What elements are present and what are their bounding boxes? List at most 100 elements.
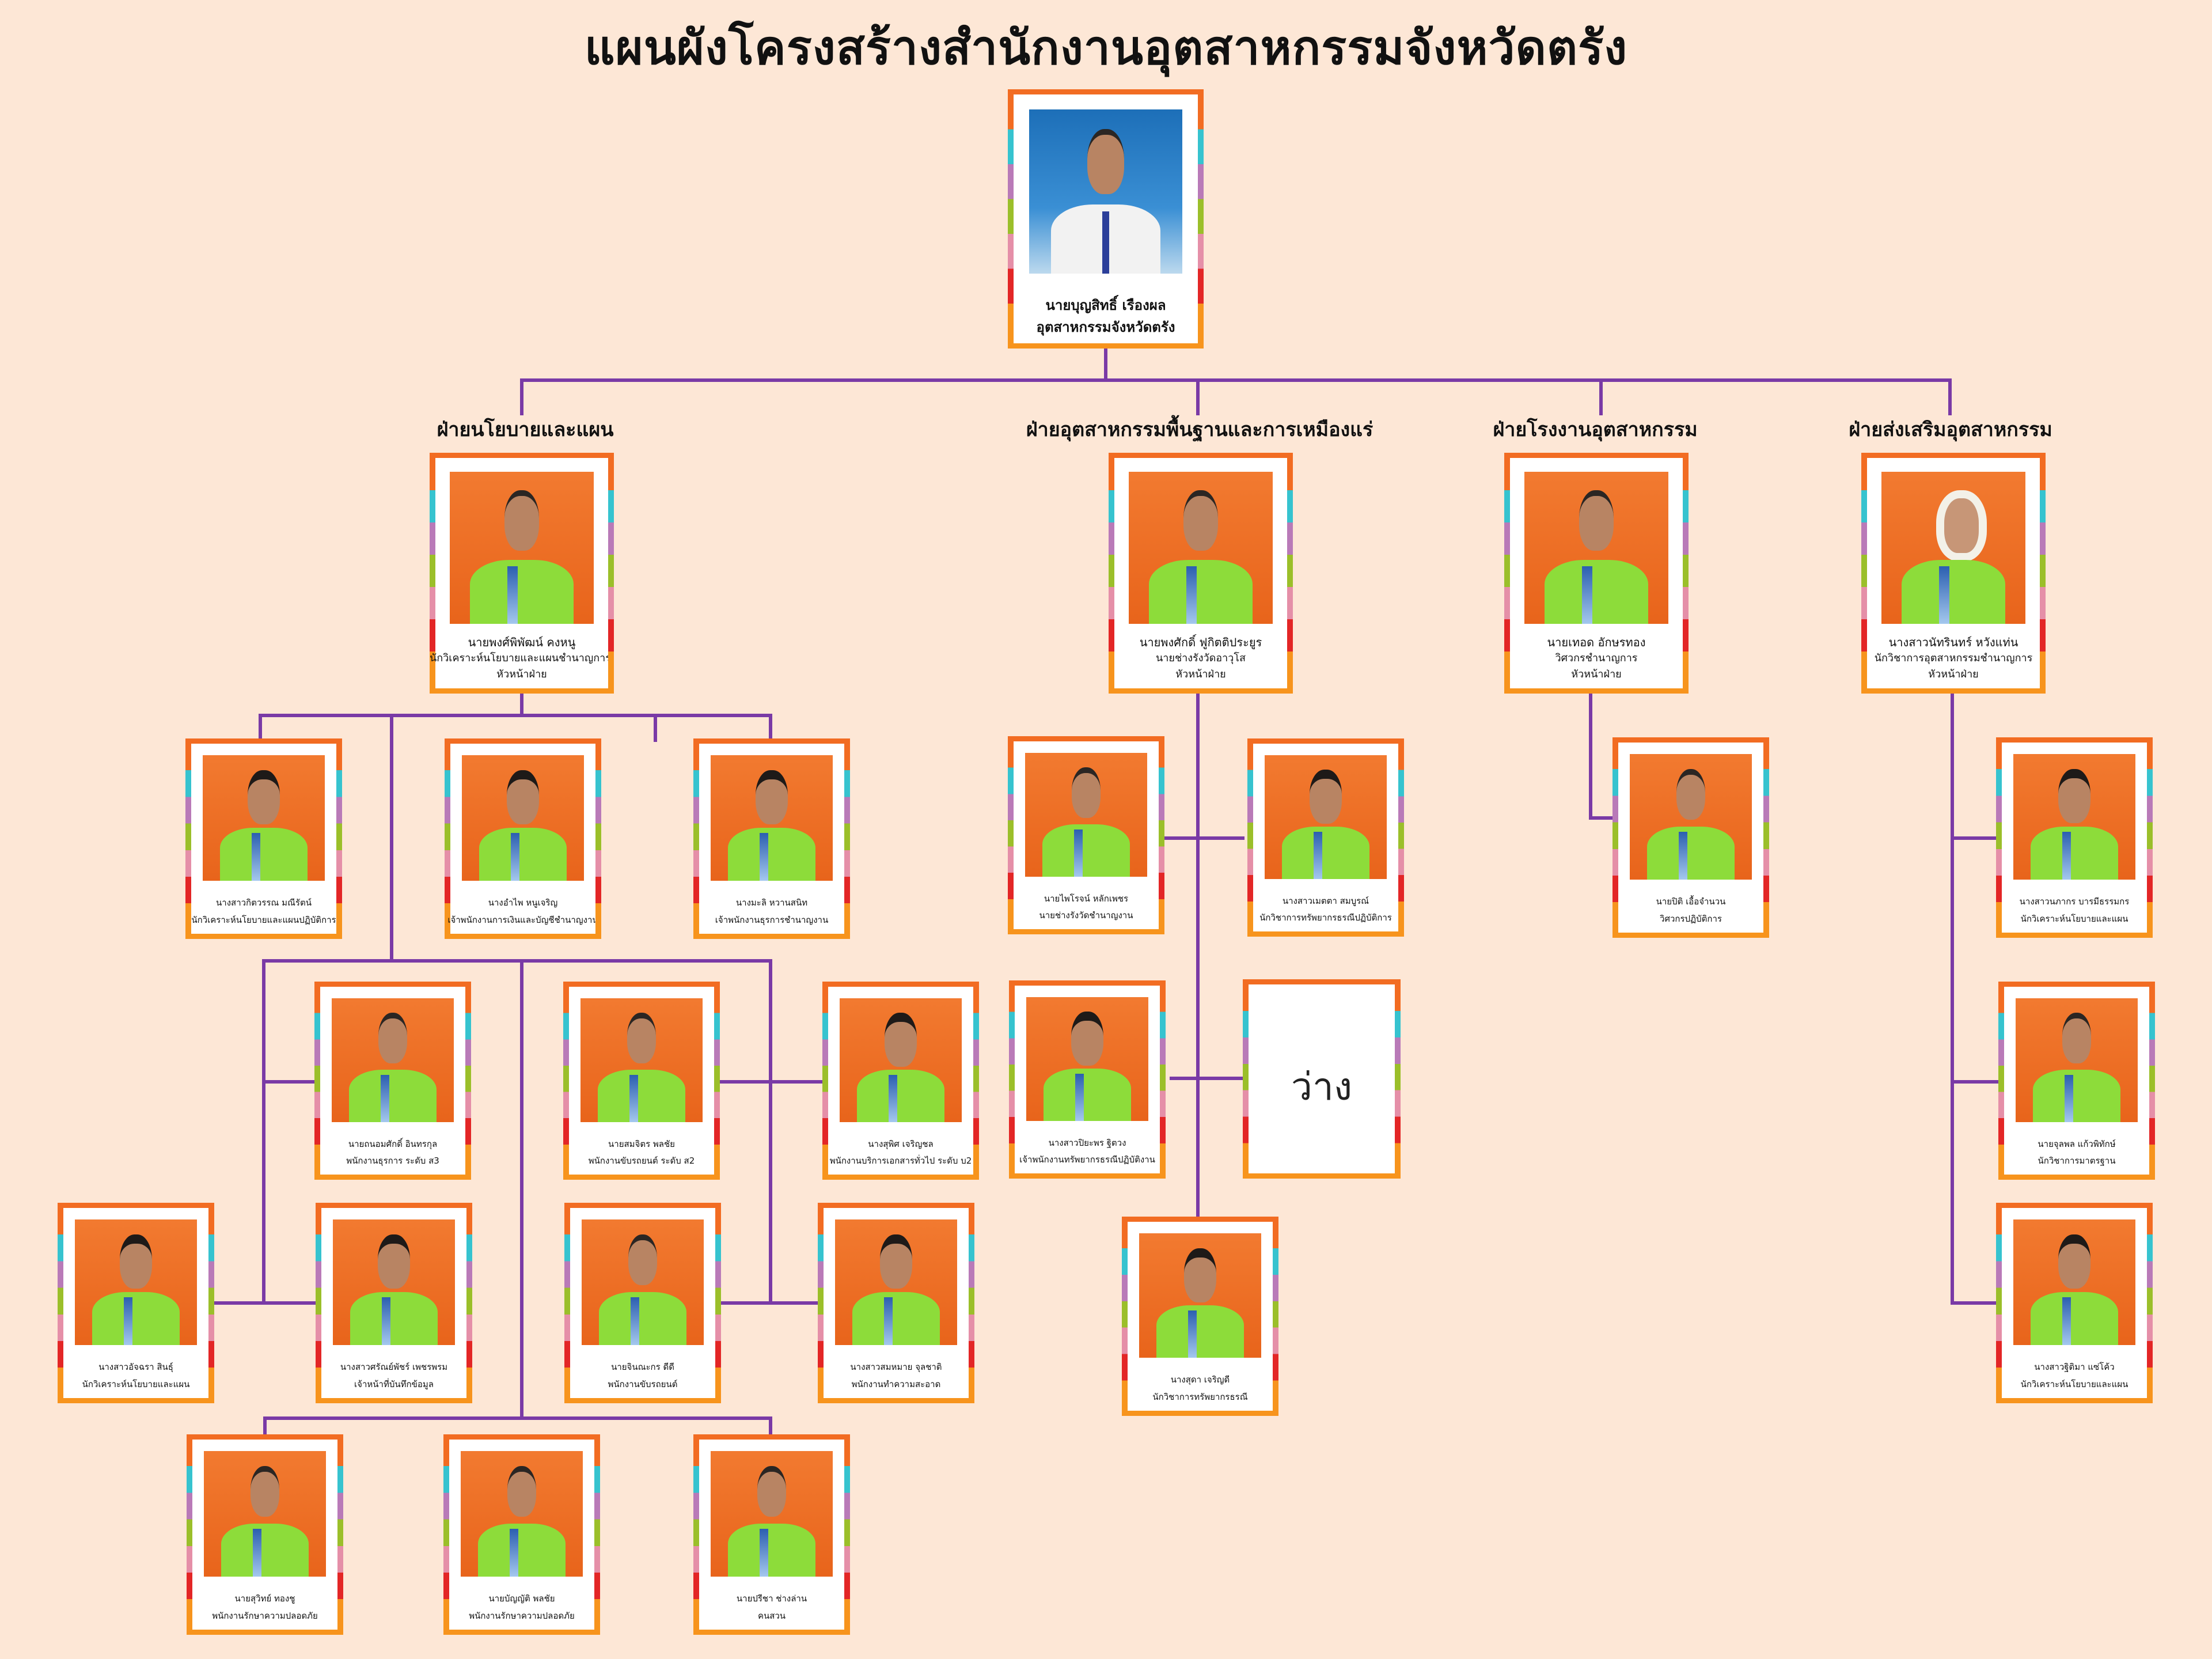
staff-card: นายถนอมศักดิ์ อินทรกุล พนักงานธุรการ ระด… [314,982,471,1180]
portrait-icon [460,1450,583,1577]
portrait-icon [1026,997,1149,1121]
staff-position: พนักงานขับรถยนต์ [608,1378,678,1389]
staff-name: นายถนอมศักดิ์ อินทรกุล [348,1138,438,1149]
staff-position: พนักงานบริการเอกสารทั่วไป ระดับ บ2 [829,1156,972,1166]
staff-position: เจ้าพนักงานทรัพยากรธรณีปฏิบัติงาน [1019,1154,1155,1165]
portrait-icon [1139,1233,1262,1358]
staff-position: นักวิชาการทรัพยากรธรณี [1152,1391,1248,1402]
director-position: อุตสาหกรรมจังหวัดตรัง [1036,319,1175,336]
department-label-mining: ฝ่ายอุตสาหกรรมพื้นฐานและการเหมืองแร่ [1026,418,1374,441]
department-label-policy: ฝ่ายนโยบายและแผน [437,418,614,441]
staff-card: นายบัญญัติ พลชัย พนักงานรักษาความปลอดภัย [443,1434,600,1635]
portrait-icon [710,1450,833,1577]
head-card-policy: นายพงศ์พิพัฒน์ คงหนู นักวิเคราะห์นโยบายแ… [430,453,614,694]
staff-card: นายปิติ เอื้อจำนวน วิศวกรปฏิบัติการ [1612,737,1769,938]
staff-position: เจ้าหน้าที่บันทึกข้อมูล [354,1378,434,1389]
staff-card: นายสุวิทย์ ทองชู พนักงานรักษาความปลอดภัย [187,1434,343,1635]
staff-card: นางสาวศรัณย์พัชร์ เพชรพรม เจ้าหน้าที่บัน… [316,1203,472,1403]
staff-name: นายสุวิทย์ ทองชู [234,1593,295,1604]
portrait-icon [74,1219,198,1345]
portrait-icon [1025,752,1148,877]
staff-name: นายสมจิตร พลชัย [608,1138,675,1149]
staff-name: นางมะลิ หวานสนิท [735,897,808,908]
staff-card: นายสมจิตร พลชัย พนักงานขับรถยนต์ ระดับ ส… [563,982,720,1180]
staff-card: นางสาวสมหมาย จุลชาติ พนักงานทำความสะอาด [818,1203,974,1403]
portrait-icon [331,998,454,1122]
portrait-icon [580,998,703,1122]
staff-position: นายช่างรังวัดชำนาญงาน [1039,910,1133,921]
director-card: นายบุญสิทธิ์ เรืองผล อุตสาหกรรมจังหวัดตร… [1008,89,1204,349]
staff-name: นางสุพิศ เจริญชล [868,1138,934,1149]
staff-position: เจ้าพนักงานการเงินและบัญชีชำนาญงาน [447,914,598,925]
staff-card: นางสาวเมตตา สมบูรณ์ นักวิชาการทรัพยากรธร… [1247,738,1404,937]
portrait-icon [2013,753,2136,880]
staff-position: เจ้าพนักงานธุรการชำนาญงาน [715,914,829,925]
head-position: นักวิเคราะห์นโยบายและแผนชำนาญการพิเศษ [430,652,614,664]
staff-position: พนักงานรักษาความปลอดภัย [212,1610,318,1621]
staff-name: นางสาวเมตตา สมบูรณ์ [1282,895,1369,906]
staff-position: นักวิเคราะห์นโยบายและแผน [2020,1378,2128,1389]
staff-name: นายบัญญัติ พลชัย [488,1593,555,1604]
staff-card: นางสาวอัจฉรา สินธุ์ นักวิเคราะห์นโยบายแล… [58,1203,214,1403]
head-name: นายพงศักดิ์ ฟูกิตติประยูร [1139,635,1262,649]
head-role: หัวหน้าฝ่าย [1571,668,1622,680]
portrait-icon [1881,472,2025,624]
staff-position: นักวิเคราะห์นโยบายและแผน [2020,913,2128,924]
staff-card: นางสาวนภากร บารมีธรรมกร นักวิเคราะห์นโยบ… [1996,737,2153,938]
staff-name: นางสาวนภากร บารมีธรรมกร [2019,896,2130,907]
department-label-factory: ฝ่ายโรงงานอุตสาหกรรม [1493,418,1698,441]
portrait-icon [1029,109,1182,274]
staff-name: นางสาวศรัณย์พัชร์ เพชรพรม [340,1362,448,1372]
vacant-card: ว่าง [1243,979,1401,1179]
staff-name: นางอำไพ หนูเจริญ [488,897,558,908]
staff-card: นางสาวปิยะพร ฐิตวง เจ้าพนักงานทรัพยากรธร… [1009,980,1166,1179]
staff-position: คนสวน [757,1610,786,1621]
head-role: หัวหน้าฝ่าย [496,668,547,680]
vacant-label: ว่าง [1291,1064,1353,1109]
head-position: นายช่างรังวัดอาวุโส [1155,652,1246,664]
department-label-promotion: ฝ่ายส่งเสริมอุตสาหกรรม [1849,418,2052,441]
head-card-promotion: นางสาวนัทรินทร์ หวังแท่น นักวิชาการอุตสา… [1861,453,2046,694]
portrait-icon [332,1219,456,1345]
staff-position: พนักงานธุรการ ระดับ ส3 [346,1156,439,1166]
staff-card: นางสาวฐิติมา แซ่โค้ว นักวิเคราะห์นโยบายแ… [1996,1203,2153,1403]
staff-card: นางสาวกิตวรรณ มณีรัตน์ นักวิเคราะห์นโยบา… [185,738,342,939]
staff-name: นางสาวกิตวรรณ มณีรัตน์ [216,897,312,908]
staff-card: นางสุดา เจริญดี นักวิชาการทรัพยากรธรณี [1122,1217,1278,1416]
staff-position: นักวิเคราะห์นโยบายและแผนปฏิบัติการ [191,914,336,925]
staff-name: นางสาวฐิติมา แซ่โค้ว [2034,1362,2115,1372]
staff-card: นางสุพิศ เจริญชล พนักงานบริการเอกสารทั่ว… [822,982,979,1180]
staff-position: นักวิเคราะห์นโยบายและแผน [82,1378,190,1389]
head-name: นายพงศ์พิพัฒน์ คงหนู [468,635,576,649]
staff-name: นางสาวอัจฉรา สินธุ์ [98,1362,173,1372]
head-name: นายเทอด อักษรทอง [1547,635,1646,649]
portrait-icon [710,755,833,881]
staff-card: นายปรีชา ช่างล่าน คนสวน [693,1434,850,1635]
portrait-icon [202,755,325,881]
staff-position: พนักงานขับรถยนต์ ระดับ ส2 [588,1156,695,1166]
staff-name: นางสาวสมหมาย จุลชาติ [850,1362,942,1372]
portrait-icon [461,755,585,881]
head-card-factory: นายเทอด อักษรทอง วิศวกรชำนาญการ หัวหน้าฝ… [1504,453,1689,694]
portrait-icon [581,1219,704,1345]
head-position: นักวิชาการอุตสาหกรรมชำนาญการ [1874,652,2033,664]
portrait-icon [1629,753,1752,880]
portrait-icon [1524,472,1668,624]
staff-name: นางสุดา เจริญดี [1170,1374,1230,1385]
portrait-icon [203,1450,327,1577]
head-position: วิศวกรชำนาญการ [1555,652,1638,664]
staff-position: วิศวกรปฏิบัติการ [1660,913,1722,924]
staff-position: นักวิชาการทรัพยากรธรณีปฏิบัติการ [1259,912,1392,923]
staff-position: นักวิชาการมาตรฐาน [2038,1156,2116,1166]
portrait-icon [1129,472,1273,624]
staff-name: นางสาวปิยะพร ฐิตวง [1048,1137,1126,1148]
staff-card: นายไพโรจน์ หลักเพชร นายช่างรังวัดชำนาญงา… [1008,736,1164,934]
portrait-icon [2013,1219,2136,1345]
head-role: หัวหน้าฝ่าย [1928,668,1979,680]
staff-card: นางอำไพ หนูเจริญ เจ้าพนักงานการเงินและบั… [445,738,601,939]
staff-name: นายไพโรจน์ หลักเพชร [1044,893,1129,904]
portrait-icon [839,998,962,1122]
staff-name: นายจินณะกร ดีดี [611,1362,674,1372]
director-name: นายบุญสิทธิ์ เรืองผล [1045,297,1166,313]
